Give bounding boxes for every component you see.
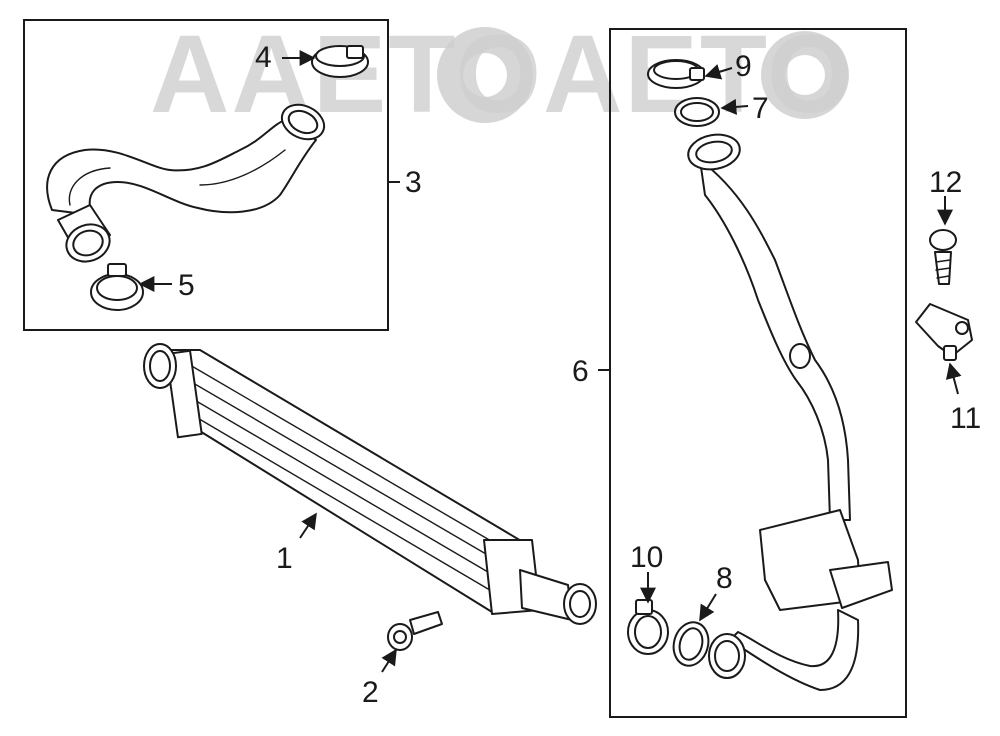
callout-4: 4	[255, 41, 272, 74]
hose-clamp-10-part[interactable]	[627, 599, 669, 655]
watermark-gear-icon-2	[761, 31, 849, 119]
callout-2: 2	[362, 676, 379, 709]
callout-11: 11	[950, 402, 981, 435]
o-ring-8-part[interactable]	[669, 618, 713, 669]
upper-hose-part[interactable]	[46, 98, 330, 267]
callout-12: 12	[929, 166, 962, 199]
callout-labels: 4 3 5 1 2 6 9 7 10 8 12 11	[178, 41, 981, 709]
callout-8: 8	[716, 562, 733, 595]
watermark-text: AAETOAETO	[150, 13, 855, 136]
callout-6: 6	[572, 355, 589, 388]
hose-clamp-4-part[interactable]	[311, 45, 369, 78]
group-box-upper-hose	[23, 19, 389, 331]
bolt-2-part[interactable]	[387, 611, 443, 651]
leader-lines	[138, 50, 962, 673]
callout-5: 5	[178, 269, 195, 302]
outlet-pipe-part[interactable]	[685, 131, 893, 691]
intercooler-part[interactable]	[143, 343, 597, 625]
bolt-12-part[interactable]	[929, 229, 957, 285]
sensor-11-part[interactable]	[915, 303, 973, 361]
group-box-outlet-pipe	[609, 28, 907, 718]
watermark-logo: AAETOAETO	[150, 13, 855, 136]
hose-clamp-9-part[interactable]	[647, 59, 705, 89]
callout-7: 7	[752, 92, 769, 125]
callout-10: 10	[630, 541, 663, 574]
o-ring-7-part[interactable]	[674, 97, 720, 127]
callout-9: 9	[735, 50, 752, 83]
watermark-gear-icon	[437, 27, 533, 123]
callout-3: 3	[405, 166, 422, 199]
hose-clamp-5-part[interactable]	[90, 263, 144, 311]
callout-1: 1	[276, 542, 293, 575]
